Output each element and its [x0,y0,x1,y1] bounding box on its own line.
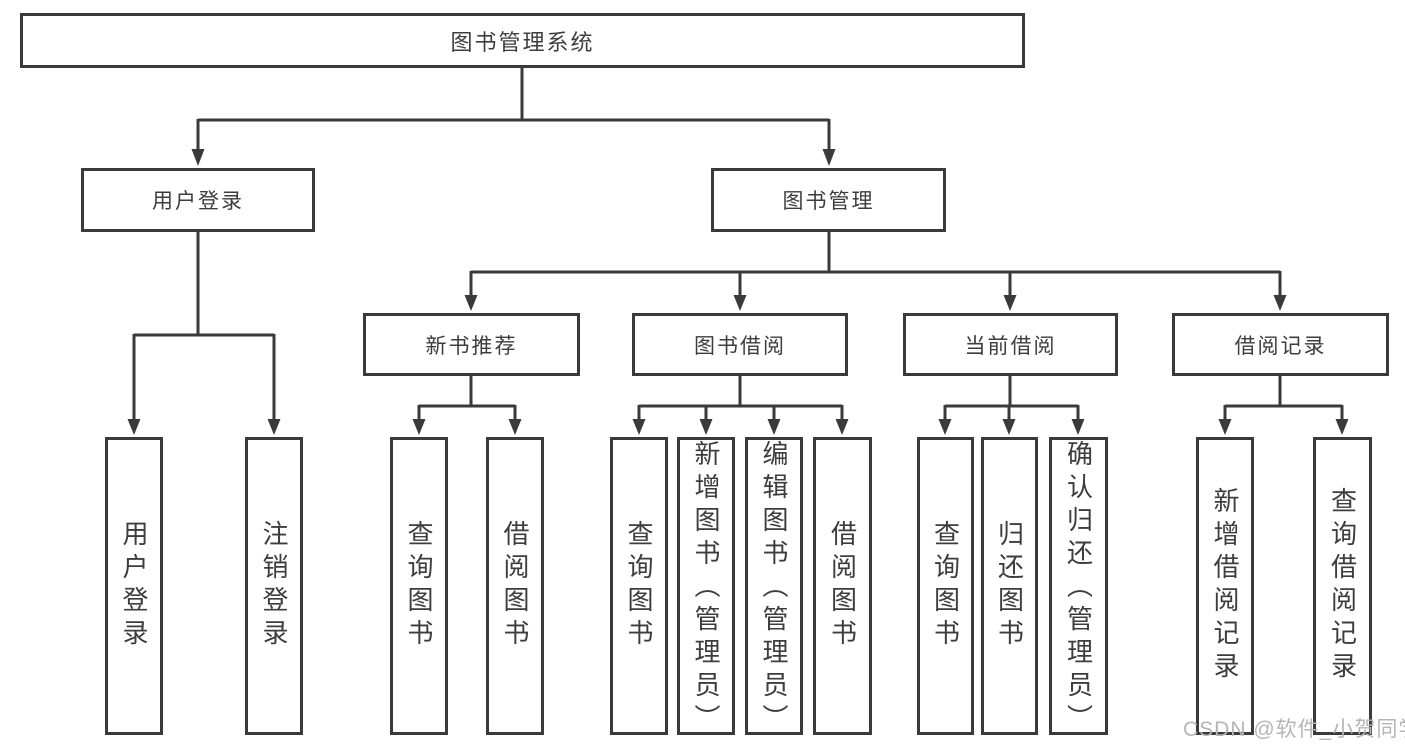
arrow-down-icon [699,419,713,435]
leaf-add-book-admin-label: 新增图书（管理员） [691,440,721,737]
leaf-borrow-books: 借阅图书 [813,437,872,735]
node-root: 图书管理系统 [20,13,1025,68]
leaf-add-borrow-record: 新增借阅记录 [1196,437,1254,735]
leaf-user-login-label: 用户登录 [119,520,149,652]
leaf-query-books-current-label: 查询图书 [930,520,961,652]
leaf-edit-book-admin: 编辑图书（管理员） [745,437,803,737]
leaf-query-books-borrow: 查询图书 [610,437,668,735]
node-current-borrow-label: 当前借阅 [964,334,1057,358]
arrow-down-icon [191,149,205,166]
arrow-down-icon [938,419,952,435]
leaf-query-books-recommend: 查询图书 [390,437,448,735]
node-user-login-label: 用户登录 [152,190,244,213]
leaf-logout-label: 注销登录 [259,520,289,652]
leaf-borrow-books-label: 借阅图书 [827,520,858,652]
arrow-down-icon [632,419,646,435]
leaf-query-borrow-record: 查询借阅记录 [1313,437,1372,735]
leaf-query-borrow-record-label: 查询借阅记录 [1327,487,1358,685]
arrow-down-icon [733,295,747,311]
node-book-borrow: 图书借阅 [632,313,848,376]
leaf-borrow-books-recommend: 借阅图书 [486,437,544,735]
leaf-query-books-borrow-label: 查询图书 [624,520,654,652]
node-new-book-recommend: 新书推荐 [363,313,580,376]
leaf-edit-book-admin-label: 编辑图书（管理员） [759,440,789,737]
node-current-borrow: 当前借阅 [903,313,1118,376]
connector-current-borrow-children [938,376,1085,435]
leaf-confirm-return-admin-label: 确认归还（管理员） [1063,440,1094,737]
leaf-add-book-admin: 新增图书（管理员） [677,437,735,737]
arrow-down-icon [1071,419,1085,435]
connector-book-borrow-children [632,376,849,435]
connector-book-management-children [464,232,1287,311]
arrow-down-icon [1003,295,1017,311]
node-book-borrow-label: 图书借阅 [694,334,786,358]
arrow-down-icon [464,295,478,311]
arrow-down-icon [267,419,281,435]
connector-new-book-recommend-children [412,376,522,435]
leaf-query-books-current: 查询图书 [917,437,974,735]
arrow-down-icon [1218,419,1232,435]
connector-borrow-records-children [1218,376,1349,435]
node-new-book-recommend-label: 新书推荐 [425,334,518,358]
leaf-add-borrow-record-label: 新增借阅记录 [1210,487,1240,685]
leaf-return-books-label: 归还图书 [994,520,1025,652]
arrow-down-icon [767,419,781,435]
node-borrow-records: 借阅记录 [1172,313,1389,376]
arrow-down-icon [835,419,849,435]
leaf-confirm-return-admin: 确认归还（管理员） [1049,437,1108,737]
connector-user-login-children [127,232,281,435]
leaf-query-books-recommend-label: 查询图书 [404,520,434,652]
node-borrow-records-label: 借阅记录 [1234,334,1327,358]
arrow-down-icon [127,419,141,435]
watermark: CSDN @软件_小贺同学 [1183,718,1405,741]
arrow-down-icon [508,419,522,435]
node-user-login: 用户登录 [81,168,315,232]
leaf-return-books: 归还图书 [981,437,1038,735]
leaf-logout: 注销登录 [245,437,303,735]
node-book-management-label: 图书管理 [782,190,875,213]
leaf-borrow-books-recommend-label: 借阅图书 [500,520,530,652]
connector-root-to-level2 [191,68,836,166]
arrow-down-icon [822,149,836,166]
leaf-user-login: 用户登录 [105,437,163,735]
arrow-down-icon [1335,419,1349,435]
arrow-down-icon [1002,419,1016,435]
node-book-management: 图书管理 [711,168,946,232]
node-root-label: 图书管理系统 [450,29,595,55]
arrow-down-icon [1273,295,1287,311]
arrow-down-icon [412,419,426,435]
